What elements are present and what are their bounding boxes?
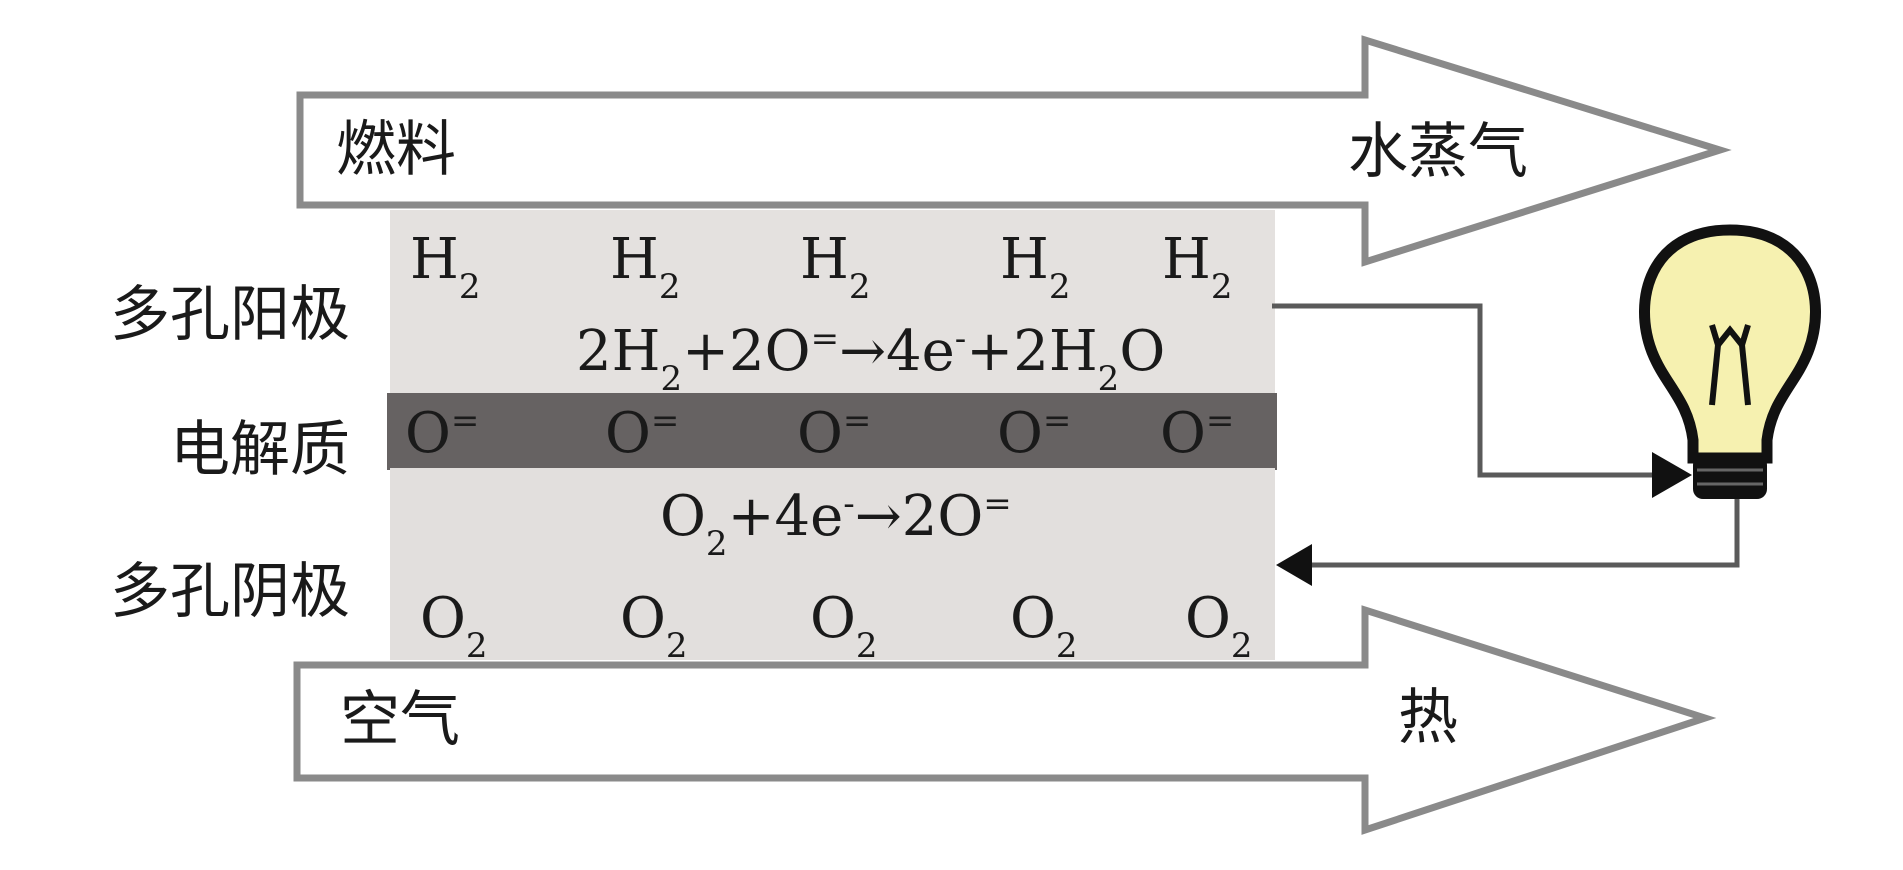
anode-h2-row: H2 H2 H2 H2 H2 bbox=[410, 227, 1232, 307]
steam-label: 水蒸气 bbox=[1348, 117, 1528, 187]
h2-molecule: H2 bbox=[1000, 227, 1070, 307]
o2-molecule: O2 bbox=[1185, 586, 1253, 666]
h2-molecule: H2 bbox=[410, 227, 480, 307]
cathode-reaction: O2+4e-→2O= bbox=[660, 484, 1012, 564]
o2-molecule: O2 bbox=[810, 586, 878, 666]
electrolyte-label: 电解质 bbox=[170, 415, 350, 485]
oxide-ion: O= bbox=[405, 401, 479, 466]
arrow-to-cell-icon bbox=[1276, 544, 1312, 586]
air-label: 空气 bbox=[340, 685, 460, 755]
h2-molecule: H2 bbox=[610, 227, 680, 307]
cathode-label: 多孔阴极 bbox=[110, 557, 350, 627]
anode-layer bbox=[390, 210, 1275, 395]
oxide-ion: O= bbox=[997, 401, 1071, 466]
light-bulb-icon bbox=[1639, 224, 1821, 499]
anode-label: 多孔阳极 bbox=[110, 280, 350, 350]
heat-label: 热 bbox=[1398, 683, 1458, 753]
o2-molecule: O2 bbox=[1010, 586, 1078, 666]
oxide-ion: O= bbox=[605, 401, 679, 466]
circuit-wire-out bbox=[1272, 303, 1655, 478]
circuit-wire-back bbox=[1310, 497, 1740, 568]
anode-reaction: 2H2+2O=→4e-+2H2O bbox=[576, 319, 1165, 399]
top-flow-arrow bbox=[296, 35, 1732, 267]
h2-molecule: H2 bbox=[800, 227, 870, 307]
o2-molecule: O2 bbox=[420, 586, 488, 666]
cathode-o2-row: O2 O2 O2 O2 O2 bbox=[420, 586, 1253, 666]
o2-molecule: O2 bbox=[620, 586, 688, 666]
fuel-label: 燃料 bbox=[336, 115, 456, 185]
cathode-layer bbox=[390, 468, 1275, 660]
oxide-ion: O= bbox=[1160, 401, 1234, 466]
h2-molecule: H2 bbox=[1162, 227, 1232, 307]
electrolyte-layer bbox=[387, 393, 1277, 470]
bottom-flow-arrow bbox=[293, 605, 1717, 835]
arrow-to-bulb-icon bbox=[1652, 452, 1692, 498]
oxide-ion: O= bbox=[797, 401, 871, 466]
electrolyte-oxide-row: O= O= O= O= O= bbox=[405, 401, 1234, 466]
